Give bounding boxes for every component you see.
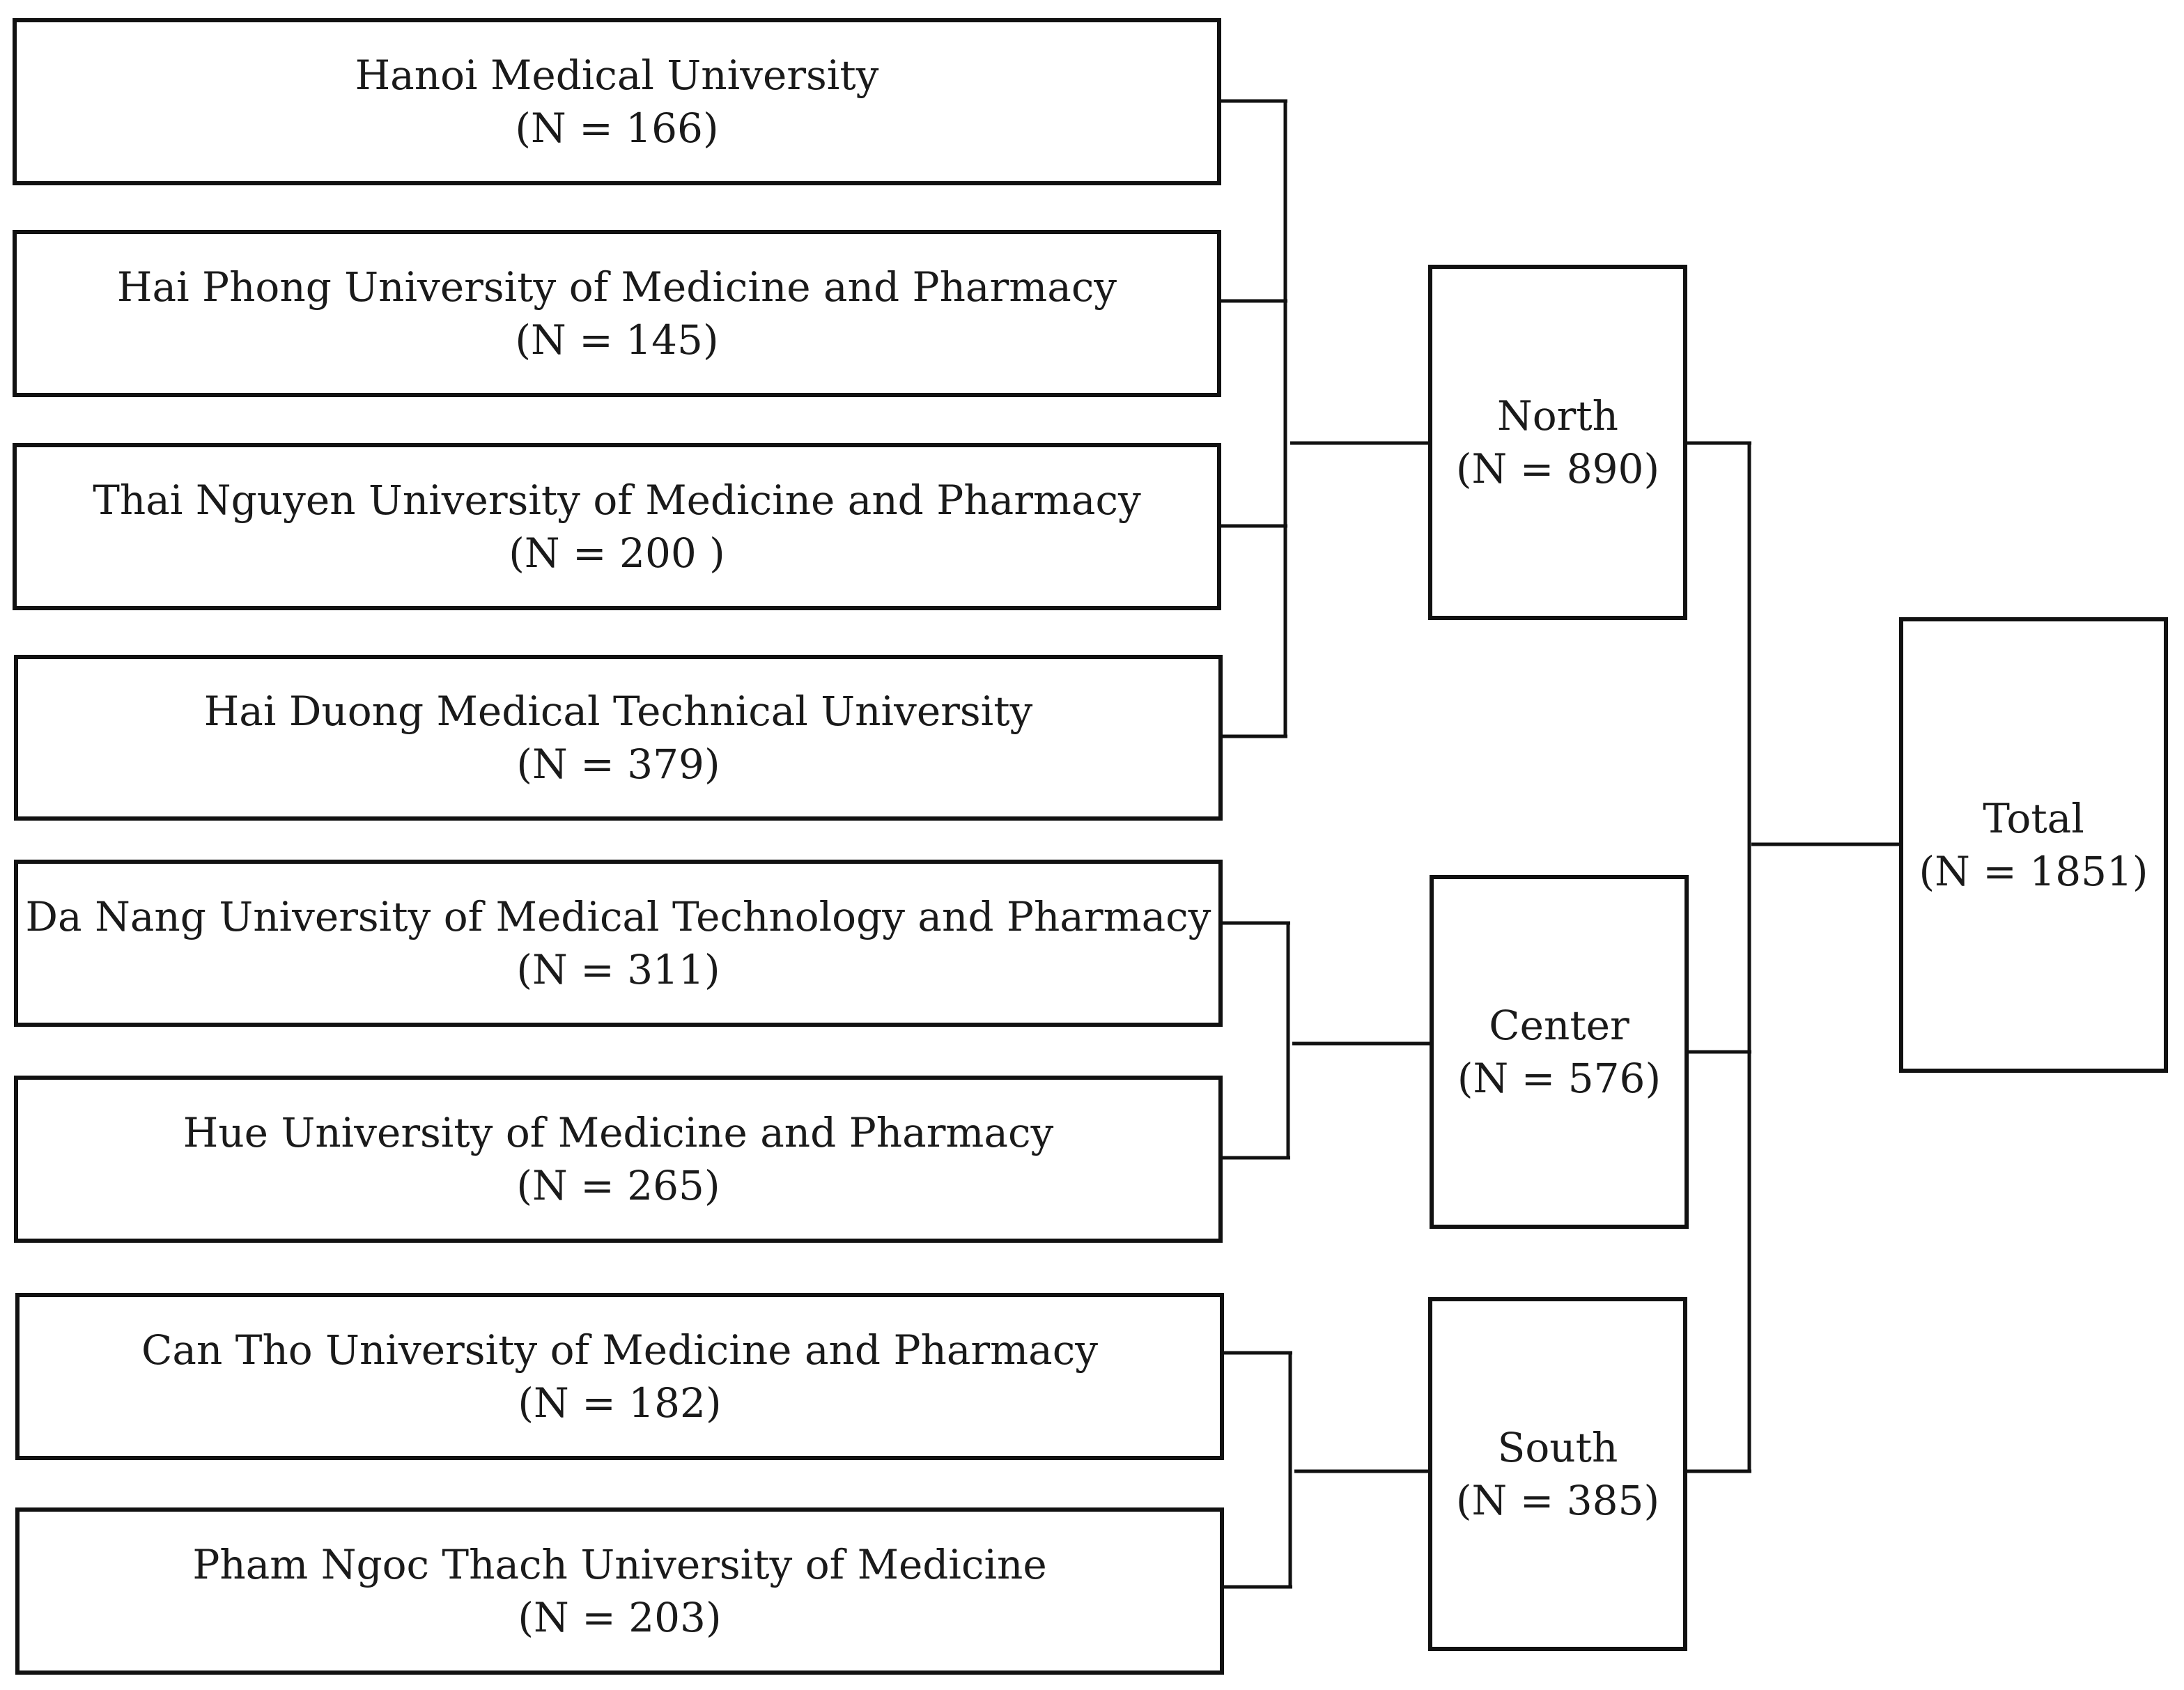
region-count: (N = 385) — [1455, 1477, 1660, 1524]
region-count: (N = 576) — [1457, 1055, 1662, 1102]
university-box-hai-phong: Hai Phong University of Medicine and Pha… — [13, 230, 1221, 397]
university-count: (N = 203) — [518, 1594, 722, 1641]
university-name: Pham Ngoc Thach University of Medicine — [192, 1541, 1047, 1588]
university-count: (N = 145) — [515, 316, 719, 364]
university-name: Hanoi Medical University — [355, 52, 879, 99]
region-name: Center — [1489, 1002, 1629, 1049]
university-box-hue: Hue University of Medicine and Pharmacy … — [14, 1076, 1223, 1243]
region-box-south: South (N = 385) — [1428, 1297, 1687, 1651]
university-box-da-nang: Da Nang University of Medical Technology… — [14, 860, 1223, 1027]
university-name: Hue University of Medicine and Pharmacy — [183, 1109, 1054, 1156]
region-count: (N = 890) — [1455, 445, 1660, 493]
university-name: Da Nang University of Medical Technology… — [25, 893, 1211, 940]
total-count: (N = 1851) — [1919, 848, 2148, 895]
university-count: (N = 200 ) — [509, 529, 725, 577]
university-count: (N = 379) — [516, 741, 720, 788]
university-name: Thai Nguyen University of Medicine and P… — [93, 476, 1141, 524]
university-box-can-tho: Can Tho University of Medicine and Pharm… — [15, 1293, 1224, 1460]
region-name: South — [1497, 1424, 1618, 1471]
university-count: (N = 311) — [516, 946, 720, 993]
university-name: Can Tho University of Medicine and Pharm… — [141, 1326, 1098, 1374]
region-box-north: North (N = 890) — [1428, 265, 1687, 620]
university-count: (N = 265) — [516, 1162, 720, 1209]
university-box-hai-duong: Hai Duong Medical Technical University (… — [14, 655, 1223, 821]
region-box-center: Center (N = 576) — [1430, 875, 1689, 1229]
university-box-hanoi: Hanoi Medical University (N = 166) — [13, 18, 1221, 185]
university-count: (N = 182) — [518, 1379, 722, 1427]
university-name: Hai Duong Medical Technical University — [203, 688, 1033, 735]
total-box: Total (N = 1851) — [1899, 617, 2168, 1073]
total-name: Total — [1983, 795, 2084, 842]
university-box-pham-ngoc-thach: Pham Ngoc Thach University of Medicine (… — [15, 1507, 1224, 1675]
region-name: North — [1496, 392, 1619, 440]
university-count: (N = 166) — [515, 104, 719, 152]
university-name: Hai Phong University of Medicine and Pha… — [116, 263, 1117, 311]
university-box-thai-nguyen: Thai Nguyen University of Medicine and P… — [13, 443, 1221, 610]
